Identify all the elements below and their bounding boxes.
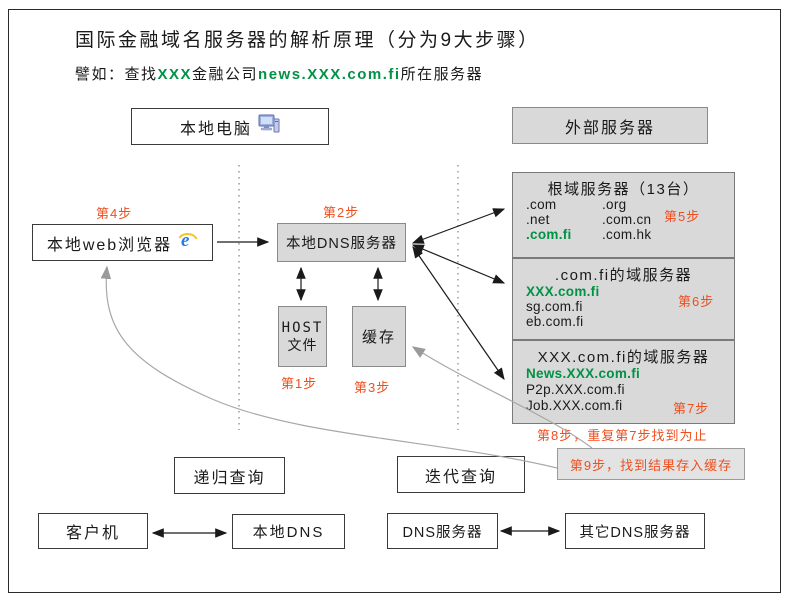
other-dns-server-box: 其它DNS服务器: [565, 513, 705, 549]
root-server-box: 根域服务器（13台） .com .net .com.fi .org .com.c…: [512, 172, 735, 258]
page-subtitle: 譬如：查找XXX金融公司news.XXX.com.fi所在服务器: [75, 63, 483, 84]
iterative-query-label: 迭代查询: [424, 468, 497, 486]
subtitle-highlight-domain: news.XXX.com.fi: [258, 66, 401, 83]
client-label: 客户机: [65, 525, 120, 542]
local-dns-server-box: 本地DNS服务器: [277, 223, 406, 262]
xxx-entry-p2p: P2p.XXX.com.fi: [526, 382, 625, 397]
step1-label: 第1步: [281, 376, 318, 391]
web-browser-label: 本地web浏览器: [46, 236, 173, 254]
local-dns-box: 本地DNS: [232, 514, 345, 549]
local-dns-label: 本地DNS: [252, 524, 325, 541]
xxx-entry-news: News.XXX.com.fi: [526, 366, 641, 381]
root-server-title: 根域服务器（13台）: [547, 181, 700, 198]
root-entry-comcn: .com.cn: [602, 212, 652, 227]
svg-text:e: e: [181, 230, 191, 250]
root-entry-net: .net: [526, 212, 550, 227]
outer-frame: [8, 9, 781, 593]
step4-label: 第4步: [96, 206, 133, 221]
local-dns-server-label: 本地DNS服务器: [285, 236, 398, 252]
step9-note-box: 第9步，找到结果存入缓存: [557, 448, 745, 480]
xxx-server-title: XXX.com.fi的域服务器: [537, 349, 710, 366]
dns-server-label: DNS服务器: [402, 524, 483, 541]
step5-label: 第5步: [664, 209, 701, 224]
page-title: 国际金融域名服务器的解析原理（分为9大步骤）: [75, 30, 540, 51]
host-file-box: HOST 文件: [278, 306, 327, 367]
step8-label: 第8步，重复第7步找到为止: [537, 428, 708, 443]
root-entry-comhk: .com.hk: [602, 227, 652, 242]
step2-label: 第2步: [323, 205, 360, 220]
host-file-label-cn: 文件: [287, 336, 318, 353]
local-computer-box: 本地电脑: [131, 108, 329, 145]
local-computer-label: 本地电脑: [179, 120, 252, 138]
comfi-entry-xxx: XXX.com.fi: [526, 284, 600, 299]
subtitle-suffix: 所在服务器: [400, 66, 484, 83]
external-server-box: 外部服务器: [512, 107, 708, 144]
xxx-server-box: XXX.com.fi的域服务器 News.XXX.com.fi P2p.XXX.…: [512, 340, 735, 424]
client-box: 客户机: [38, 513, 148, 549]
root-entry-com: .com: [526, 197, 557, 212]
external-server-label: 外部服务器: [564, 119, 655, 137]
cache-box: 缓存: [352, 306, 406, 367]
step7-label: 第7步: [673, 401, 710, 416]
iterative-query-box: 迭代查询: [397, 456, 525, 493]
cache-label: 缓存: [361, 329, 396, 346]
step6-label: 第6步: [678, 294, 715, 309]
root-entry-comfi: .com.fi: [526, 227, 572, 242]
recursive-query-label: 递归查询: [193, 469, 266, 487]
step9-label: 第9步，找到结果存入缓存: [569, 457, 733, 473]
web-browser-box: 本地web浏览器 e: [32, 224, 213, 261]
recursive-query-box: 递归查询: [174, 457, 285, 494]
dns-server-box: DNS服务器: [387, 513, 498, 549]
step3-label: 第3步: [354, 380, 391, 395]
comfi-server-title: .com.fi的域服务器: [554, 267, 693, 284]
comfi-entry-sg: sg.com.fi: [526, 299, 583, 314]
subtitle-middle: 金融公司: [192, 66, 259, 83]
other-dns-server-label: 其它DNS服务器: [579, 524, 691, 541]
comfi-entry-eb: eb.com.fi: [526, 314, 584, 329]
root-entry-org: .org: [602, 197, 627, 212]
host-file-label-en: HOST: [281, 319, 324, 336]
comfi-server-box: .com.fi的域服务器 XXX.com.fi sg.com.fi eb.com…: [512, 258, 735, 340]
computer-icon: [258, 114, 280, 139]
xxx-entry-job: Job.XXX.com.fi: [526, 398, 623, 413]
internet-explorer-icon: e: [178, 230, 198, 255]
subtitle-highlight-company: XXX: [157, 66, 193, 83]
subtitle-prefix: 譬如：查找: [75, 66, 158, 83]
